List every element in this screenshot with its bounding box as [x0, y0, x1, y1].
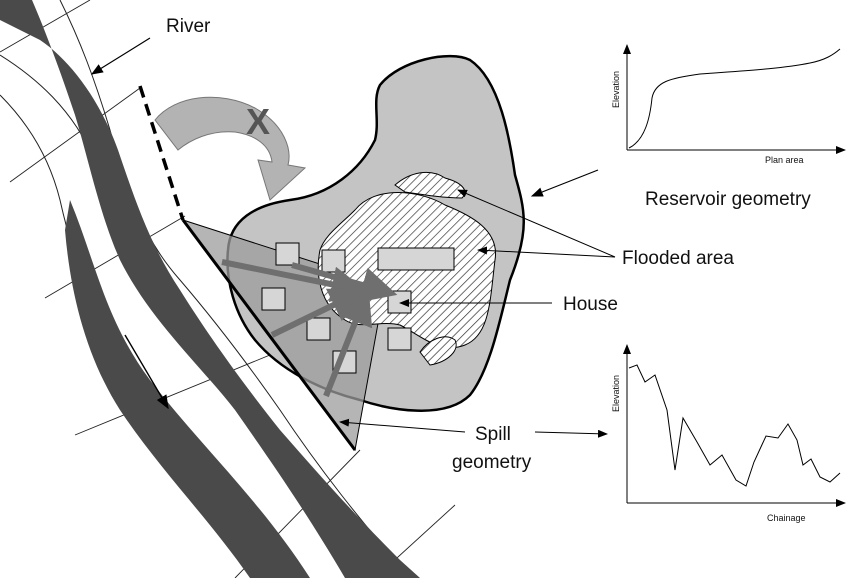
house — [275, 242, 300, 266]
river-channel-lower — [65, 200, 310, 578]
reservoir-chart-curve — [628, 48, 841, 149]
spill-flow-arrows — [221, 259, 398, 398]
spill-label-line2: geometry — [452, 452, 532, 473]
blocked-flow-x-mark: X — [246, 101, 270, 142]
house — [261, 287, 286, 311]
river-channel — [0, 0, 420, 578]
spill-geometry-chart: Elevation Chainage — [611, 344, 846, 523]
spill-edge-line — [181, 219, 357, 451]
flooded-area-label: Flooded area — [622, 248, 734, 269]
river-flow-arrow — [124, 334, 169, 410]
river-label: River — [166, 16, 211, 37]
reservoir-chart-ylabel: Elevation — [611, 71, 621, 108]
reservoir-geometry-chart: Elevation Plan area — [611, 44, 846, 165]
spill-chart-profile — [628, 364, 841, 487]
spill-label-line1: Spill — [475, 424, 511, 445]
flooded-pointer-main — [477, 246, 616, 258]
reservoir-geometry-label: Reservoir geometry — [645, 189, 811, 210]
house-label: House — [563, 294, 618, 315]
reservoir-pointer-arrow — [530, 169, 599, 197]
river-pointer-arrow — [90, 37, 151, 75]
flooded-pointer-top — [457, 189, 616, 258]
reservoir-chart-xlabel: Plan area — [765, 155, 804, 165]
spill-chart-xlabel: Chainage — [767, 513, 806, 523]
dashed-defence-line — [138, 85, 185, 221]
house — [387, 327, 412, 351]
house-large — [377, 247, 455, 271]
flooded-area-top — [394, 171, 466, 199]
house — [387, 290, 412, 314]
spill-pointer-right — [534, 429, 608, 438]
flooded-area-small — [419, 336, 457, 366]
house — [306, 317, 331, 341]
spill-pointer-left — [339, 418, 466, 433]
spill-chart-ylabel: Elevation — [611, 375, 621, 412]
house — [321, 249, 346, 273]
diverted-flow-arrow — [154, 96, 307, 201]
